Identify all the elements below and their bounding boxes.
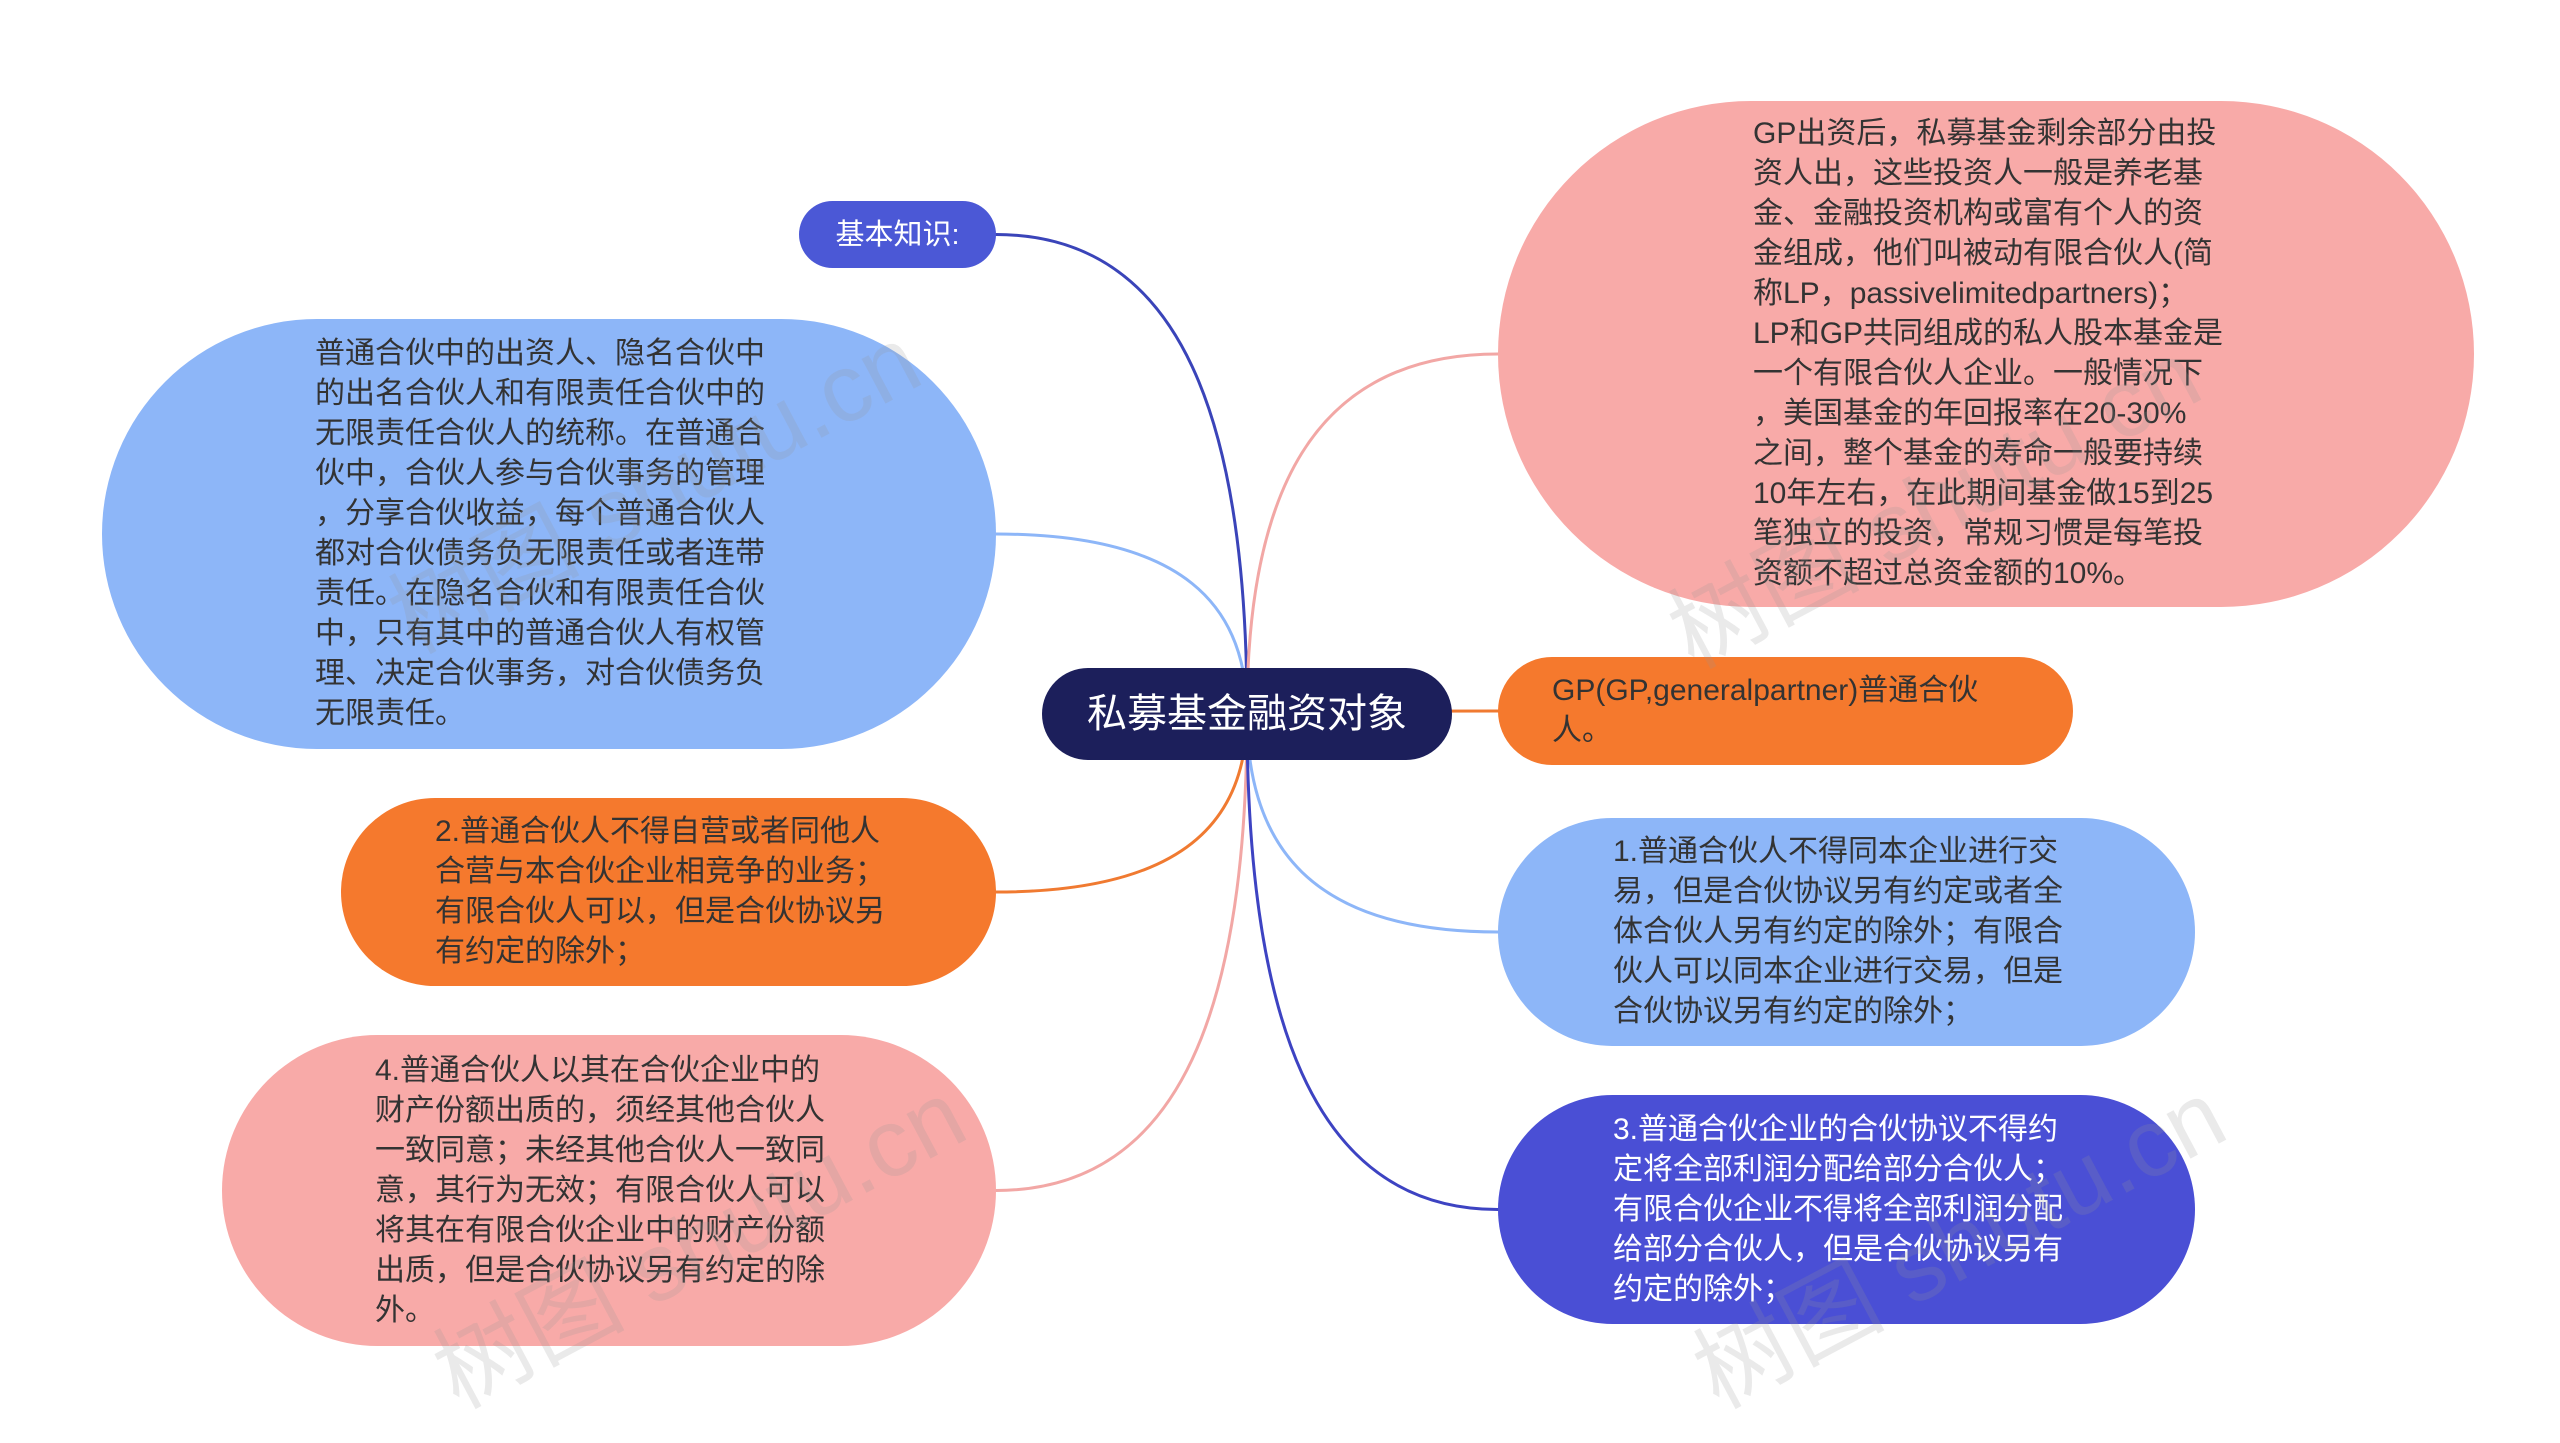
topic-gp-definition: GP(GP,generalpartner)普通合伙 人。 [1498,657,2073,765]
topic-general-partner-definition: 普通合伙中的出资人、隐名合伙中 的出名合伙人和有限责任合伙中的 无限责任合伙人的… [102,319,996,749]
connector-rule-3-profit-distribution [1245,712,1500,1211]
topic-basic-knowledge: 基本知识: [799,201,996,268]
topic-rule-1-self-dealing: 1.普通合伙人不得同本企业进行交 易，但是合伙协议另有约定或者全 体合伙人另有约… [1498,818,2195,1046]
topic-rule-2-competing-business-label: 2.普通合伙人不得自营或者同他人 合营与本合伙企业相竞争的业务； 有限合伙人可以… [435,815,885,968]
topic-rule-4-pledge-of-share-label: 4.普通合伙人以其在合伙企业中的 财产份额出质的，须经其他合伙人 一致同意；未经… [375,1053,825,1327]
connector-basic-knowledge [994,233,1249,716]
topic-lp-composition: GP出资后，私募基金剩余部分由投 资人出，这些投资人一般是养老基 金、金融投资机… [1498,101,2474,607]
topic-rule-4-pledge-of-share: 4.普通合伙人以其在合伙企业中的 财产份额出质的，须经其他合伙人 一致同意；未经… [222,1035,996,1346]
root-topic-label: 私募基金融资对象 [1087,692,1407,736]
topic-gp-definition-label: GP(GP,generalpartner)普通合伙 人。 [1552,674,1979,747]
topic-rule-3-profit-distribution: 3.普通合伙企业的合伙协议不得约 定将全部利润分配给部分合伙人； 有限合伙企业不… [1498,1095,2195,1324]
topic-general-partner-definition-label: 普通合伙中的出资人、隐名合伙中 的出名合伙人和有限责任合伙中的 无限责任合伙人的… [315,337,765,730]
connector-rule-4-pledge-of-share [994,712,1249,1192]
topic-lp-composition-label: GP出资后，私募基金剩余部分由投 资人出，这些投资人一般是养老基 金、金融投资机… [1753,117,2224,590]
root-topic: 私募基金融资对象 [1042,668,1452,760]
connector-lp-composition [1245,352,1500,716]
topic-basic-knowledge-label: 基本知识: [835,218,960,251]
topic-rule-1-self-dealing-label: 1.普通合伙人不得同本企业进行交 易，但是合伙协议另有约定或者全 体合伙人另有约… [1613,835,2063,1028]
topic-rule-2-competing-business: 2.普通合伙人不得自营或者同他人 合营与本合伙企业相竞争的业务； 有限合伙人可以… [341,798,996,986]
topic-rule-3-profit-distribution-label: 3.普通合伙企业的合伙协议不得约 定将全部利润分配给部分合伙人； 有限合伙企业不… [1613,1112,2063,1306]
connector-rule-1-self-dealing [1245,712,1500,934]
